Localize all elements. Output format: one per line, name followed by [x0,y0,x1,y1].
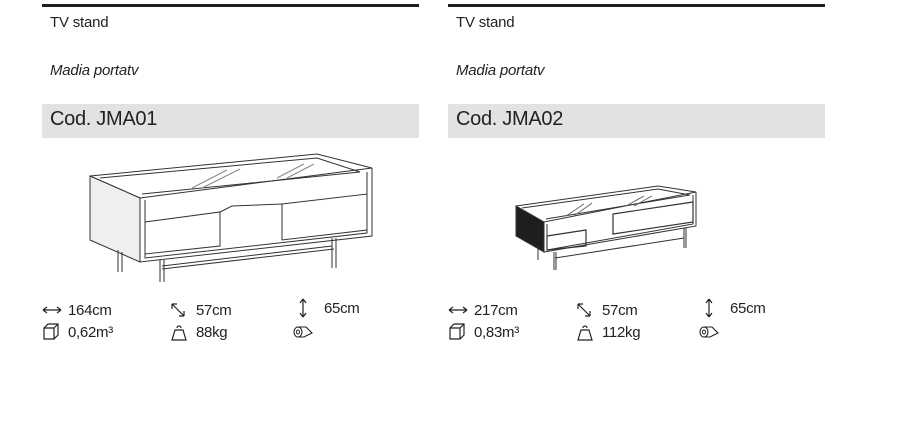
spec-depth: 57cm [170,300,232,320]
spec-depth-value: 57cm [196,301,232,319]
height-arrow-icon [704,298,726,318]
spec-height: 65cm [298,298,360,318]
spec-volume: 0,62m³ [42,322,113,342]
spec-volume-value: 0,62m³ [68,323,113,341]
spec-width: 217cm [448,300,518,320]
spec-depth: 57cm [576,300,638,320]
width-arrow-icon [448,300,470,320]
product-code-bar: Cod. JMA02 [448,104,825,138]
product-code-bar: Cod. JMA01 [42,104,419,138]
spec-fabric [698,322,724,342]
product-type: TV stand [50,14,109,31]
spec-weight: 88kg [170,322,228,342]
spec-height-value: 65cm [730,299,766,317]
depth-arrow-icon [576,300,598,320]
product-subtitle: Madia portatv [456,62,545,79]
product-card-jma02: TV stand Madia portatv Cod. JMA02 [448,4,825,364]
spec-volume: 0,83m³ [448,322,519,342]
divider [448,4,825,7]
spec-depth-value: 57cm [602,301,638,319]
height-arrow-icon [298,298,320,318]
fabric-roll-icon [698,322,720,342]
spec-height-value: 65cm [324,299,360,317]
volume-box-icon [42,322,64,342]
spec-height: 65cm [704,298,766,318]
spec-weight: 112kg [576,322,641,342]
fabric-roll-icon [292,322,314,342]
spec-weight-value: 88kg [196,323,228,341]
volume-box-icon [448,322,470,342]
product-code: Cod. JMA02 [456,108,564,130]
spec-fabric [292,322,318,342]
spec-width-value: 164cm [68,301,112,319]
spec-width: 164cm [42,300,112,320]
depth-arrow-icon [170,300,192,320]
product-subtitle: Madia portatv [50,62,139,79]
product-drawing [515,185,697,270]
product-card-jma01: TV stand Madia portatv Cod. JMA01 [42,4,419,364]
divider [42,4,419,7]
product-code: Cod. JMA01 [50,108,158,130]
width-arrow-icon [42,300,64,320]
weight-icon [170,322,192,342]
spec-width-value: 217cm [474,301,518,319]
weight-icon [576,322,598,342]
spec-weight-value: 112kg [602,323,641,341]
spec-volume-value: 0,83m³ [474,323,519,341]
product-type: TV stand [456,14,515,31]
product-drawing [89,153,373,282]
